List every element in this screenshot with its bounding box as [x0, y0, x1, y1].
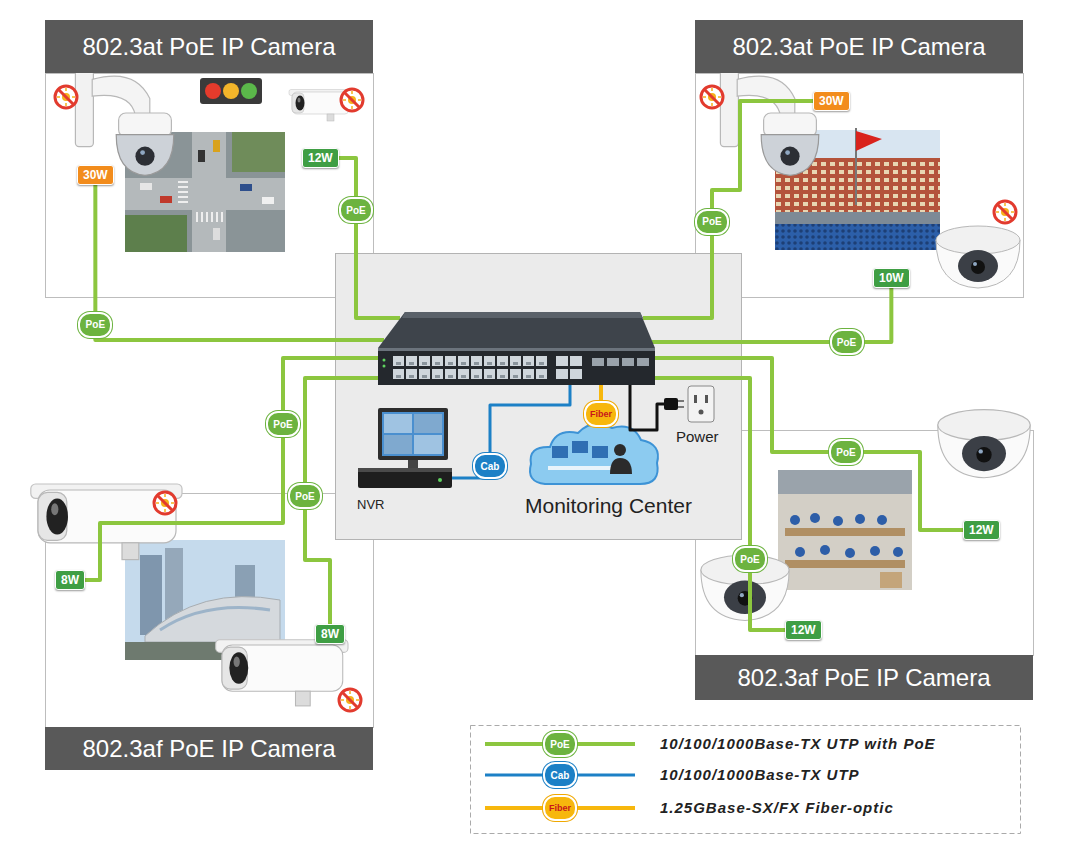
- wattage-badge: 8W: [55, 570, 85, 590]
- poe-cable: [742, 378, 785, 630]
- poe-cable: [712, 101, 813, 253]
- legend-text: 10/100/1000Base-TX UTP: [660, 766, 860, 784]
- wattage-badge: 10W: [873, 268, 910, 288]
- dome-camera: [936, 226, 1020, 288]
- legend-text: 10/100/1000Base-TX UTP with PoE: [660, 735, 936, 753]
- fiber-badge: Fiber: [543, 795, 577, 821]
- panel-heading: 802.3at PoE IP Camera: [45, 20, 373, 73]
- wattage-text: 12W: [791, 623, 816, 637]
- panel-frame: [696, 74, 1024, 298]
- fiber-badge: Fiber: [584, 401, 618, 427]
- traffic-light: [200, 78, 262, 104]
- camera-panel: 802.3at PoE IP Camera 30W 12W: [45, 20, 373, 297]
- dome-camera: [938, 410, 1030, 478]
- poe-badge: PoE: [829, 439, 863, 465]
- cab-badge: Cab: [473, 453, 507, 479]
- wattage-badge: 12W: [963, 520, 1000, 540]
- bullet-camera: [216, 640, 348, 706]
- camera-panel: 802.3af PoE IP Camera 8W 8W: [45, 493, 373, 770]
- poe-badge: PoE: [830, 329, 864, 355]
- poe-badge: PoE: [543, 731, 577, 757]
- wattage-badge: 30W: [77, 165, 114, 185]
- wattage-text: 30W: [83, 168, 108, 182]
- center-label: Monitoring Center: [525, 493, 692, 518]
- weatherproof-icon: [55, 86, 77, 108]
- camera-panel: 802.3at PoE IP Camera 30W 10W: [695, 20, 1023, 297]
- switch-panel-frame: [336, 254, 742, 540]
- power-supply: [630, 385, 714, 430]
- poe-cable: [95, 185, 335, 340]
- poe-badge: PoE: [78, 312, 112, 338]
- cab-badge: Cab: [543, 762, 577, 788]
- poe-badge: PoE: [288, 483, 322, 509]
- poe-cable: [742, 288, 891, 342]
- switch-panel: PowerNVR Monitoring Center: [335, 253, 742, 540]
- wattage-text: 10W: [879, 271, 904, 285]
- factory-photo: [778, 470, 912, 590]
- poe-badge: PoE: [733, 546, 767, 572]
- panel-heading: 802.3af PoE IP Camera: [45, 727, 373, 770]
- poe-badge: PoE: [695, 209, 729, 235]
- poe-cable: [85, 358, 335, 580]
- wattage-badge: 30W: [813, 91, 850, 111]
- wattage-text: 12W: [969, 523, 994, 537]
- legend-box: [471, 726, 1021, 834]
- wattage-text: 30W: [819, 94, 844, 108]
- ptz-camera: [75, 65, 173, 175]
- wattage-text: 8W: [61, 573, 79, 587]
- weatherproof-icon: [339, 689, 361, 711]
- poe-cable: [742, 358, 963, 530]
- center-label: NVR: [357, 497, 384, 513]
- wattage-badge: 8W: [315, 624, 345, 644]
- panel-heading: 802.3at PoE IP Camera: [695, 20, 1023, 73]
- wattage-text: 12W: [308, 151, 333, 165]
- panel-heading: 802.3af PoE IP Camera: [695, 655, 1033, 700]
- ptz-camera: [720, 65, 818, 175]
- center-label: Power: [676, 428, 719, 446]
- weatherproof-icon: [994, 201, 1016, 223]
- wattage-text: 8W: [321, 627, 339, 641]
- weatherproof-icon: [341, 89, 363, 111]
- poe-badge: PoE: [266, 411, 300, 437]
- weatherproof-icon: [154, 492, 176, 514]
- monitoring-cloud: [530, 424, 658, 484]
- weatherproof-icon: [701, 86, 723, 108]
- poe-badge: PoE: [339, 197, 373, 223]
- wattage-badge: 12W: [785, 620, 822, 640]
- nvr: [358, 408, 452, 488]
- poe-switch: [378, 312, 655, 385]
- wattage-badge: 12W: [302, 148, 339, 168]
- legend-text: 1.25GBase-SX/FX Fiber-optic: [660, 799, 894, 817]
